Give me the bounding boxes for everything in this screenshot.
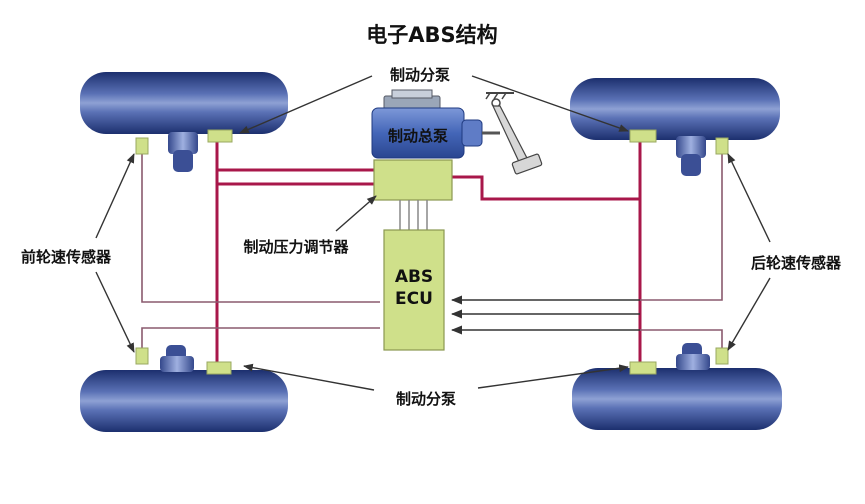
hub-front-right [676, 136, 706, 176]
label-wheel-cylinder-top: 制动分泵 [390, 66, 450, 84]
watermark: 知乎 @军哥说车 [731, 459, 848, 478]
speed-sensor-front-right [715, 137, 729, 155]
hub-front-left [168, 132, 198, 172]
master-cylinder [371, 89, 500, 159]
abs-ecu [383, 229, 445, 351]
wheel-rear-right [572, 368, 782, 430]
speed-sensor-rear-right [715, 347, 729, 365]
speed-sensor-front-left [135, 137, 149, 155]
wheel-rear-left [80, 370, 288, 432]
label-rear-sensor: 后轮速传感器 [751, 254, 842, 272]
diagram-title: 电子ABS结构 [366, 23, 497, 47]
ecu-right-arrows [450, 295, 640, 335]
hub-rear-right [676, 343, 710, 370]
pressure-modulator [373, 159, 453, 201]
leader-arrows [95, 75, 771, 391]
wheel-cylinder-rear-right [629, 361, 657, 375]
wheel-cylinder-rear-left [206, 361, 232, 375]
wheel-cylinder-front-right [629, 129, 657, 143]
label-pressure-modulator: 制动压力调节器 [243, 238, 349, 256]
label-master-cylinder: 制动总泵 [388, 127, 448, 145]
hub-rear-left [160, 345, 194, 372]
brake-pedal [485, 92, 543, 175]
speed-sensor-rear-left [135, 347, 149, 365]
label-ecu-line1: ABS [395, 267, 433, 287]
label-wheel-cylinder-bottom: 制动分泵 [396, 390, 456, 408]
modulator-ecu-connectors [399, 200, 428, 232]
wheel-front-left [80, 72, 288, 134]
wheel-cylinder-front-left [207, 129, 233, 143]
label-front-sensor: 前轮速传感器 [21, 248, 112, 266]
label-ecu-line2: ECU [395, 289, 433, 309]
sensor-wires [141, 150, 723, 352]
wheel-front-right [570, 78, 780, 140]
